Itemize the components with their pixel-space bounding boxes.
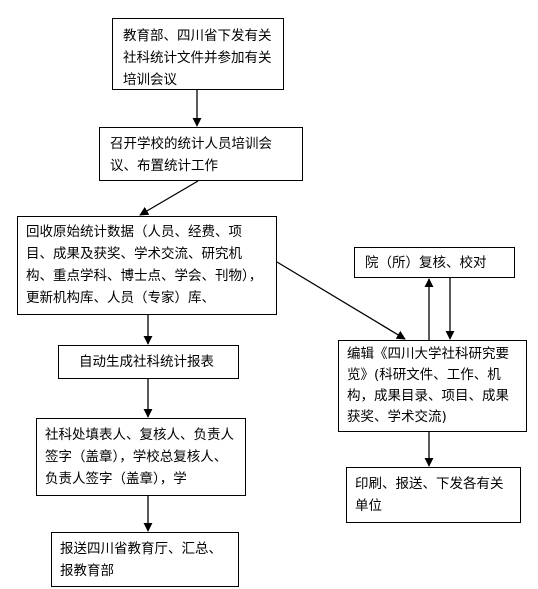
node-collect-raw-data: 回收原始统计数据（人员、经费、项目、成果及获奖、学术交流、研究机构、重点学科、博…	[17, 216, 277, 315]
node-generate-report: 自动生成社科统计报表	[58, 345, 239, 379]
node-notify-training: 教育部、四川省下发有关社科统计文件并参加有关培训会议	[112, 18, 284, 90]
node-sign-seal: 社科处填表人、复核人、负责人签字（盖章），学校总复核人、负责人签字（盖章），学	[36, 418, 246, 496]
node-school-training-meeting: 召开学校的统计人员培训会议、布置统计工作	[99, 127, 303, 181]
node-edit-yearbook: 编辑《四川大学社科研究要览》(科研文件、工作、机构，成果目录、项目、成果获奖、学…	[338, 340, 527, 432]
arrow-n3-n8	[276, 261, 406, 340]
node-institute-review: 院（所）复核、校对	[354, 247, 515, 278]
arrow-n2-n3	[139, 180, 199, 216]
node-submit-report: 报送四川省教育厅、汇总、报教育部	[51, 532, 239, 587]
node-print-distribute: 印刷、报送、下发各有关单位	[346, 467, 521, 523]
